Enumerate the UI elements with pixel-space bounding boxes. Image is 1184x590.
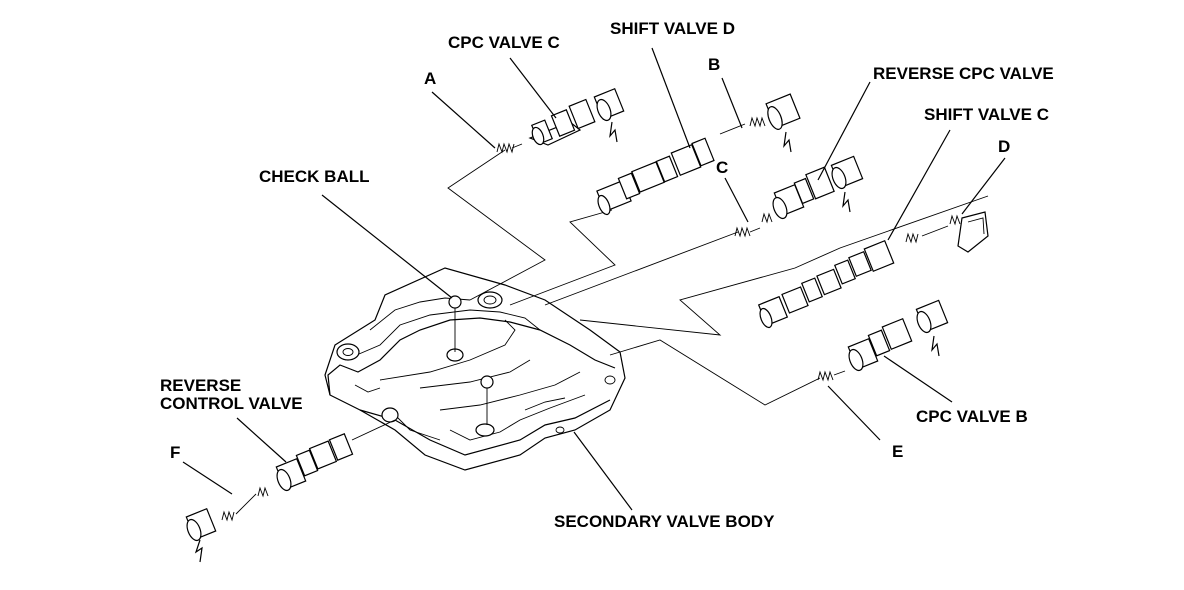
- plug-cpc-c: [593, 87, 625, 122]
- label-reverse-control-valve-line1: REVERSE: [160, 376, 241, 395]
- leader-lines: [182, 47, 1006, 511]
- plug-b: [765, 93, 801, 130]
- secondary-valve-body: [324, 267, 626, 471]
- label-e: E: [892, 442, 903, 461]
- label-shift-valve-c: SHIFT VALVE C: [924, 105, 1049, 124]
- clip-cpc-b: [931, 335, 940, 357]
- spring-d: [905, 214, 961, 244]
- cpc-valve-c: [528, 98, 596, 146]
- spring-c: [734, 212, 773, 238]
- alignment-lines: [351, 149, 989, 441]
- shift-valve-c: [757, 239, 895, 329]
- reverse-cpc-valve: [772, 166, 835, 220]
- spring-e: [817, 370, 846, 382]
- check-ball-upper: [448, 295, 462, 352]
- label-f: F: [170, 443, 180, 462]
- cpc-valve-b: [847, 317, 913, 372]
- clip-b: [783, 131, 792, 153]
- label-d: D: [998, 137, 1010, 156]
- shift-valve-d: [596, 137, 715, 216]
- retainer-d: [957, 211, 989, 253]
- plug-cpc-b: [915, 299, 949, 334]
- spring-b: [719, 116, 766, 135]
- clip-cpc-c: [609, 121, 618, 143]
- label-cpc-valve-b: CPC VALVE B: [916, 407, 1028, 426]
- check-ball-lower: [480, 375, 494, 425]
- plug-reverse-control: [185, 507, 217, 542]
- plug-reverse-cpc: [830, 155, 864, 190]
- spring-a: [496, 142, 523, 154]
- label-secondary-valve-body: SECONDARY VALVE BODY: [554, 512, 775, 531]
- spring-f: [221, 486, 269, 522]
- reverse-control-valve: [275, 433, 354, 492]
- label-check-ball: CHECK BALL: [259, 167, 370, 186]
- label-b: B: [708, 55, 720, 74]
- label-shift-valve-d: SHIFT VALVE D: [610, 19, 735, 38]
- label-reverse-cpc-valve: REVERSE CPC VALVE: [873, 64, 1054, 83]
- clip-reverse-control: [194, 539, 203, 563]
- label-reverse-control-valve-line2: CONTROL VALVE: [160, 394, 303, 413]
- label-a: A: [424, 69, 436, 88]
- label-c: C: [716, 158, 728, 177]
- label-cpc-valve-c: CPC VALVE C: [448, 33, 560, 52]
- clip-reverse-cpc: [842, 191, 851, 213]
